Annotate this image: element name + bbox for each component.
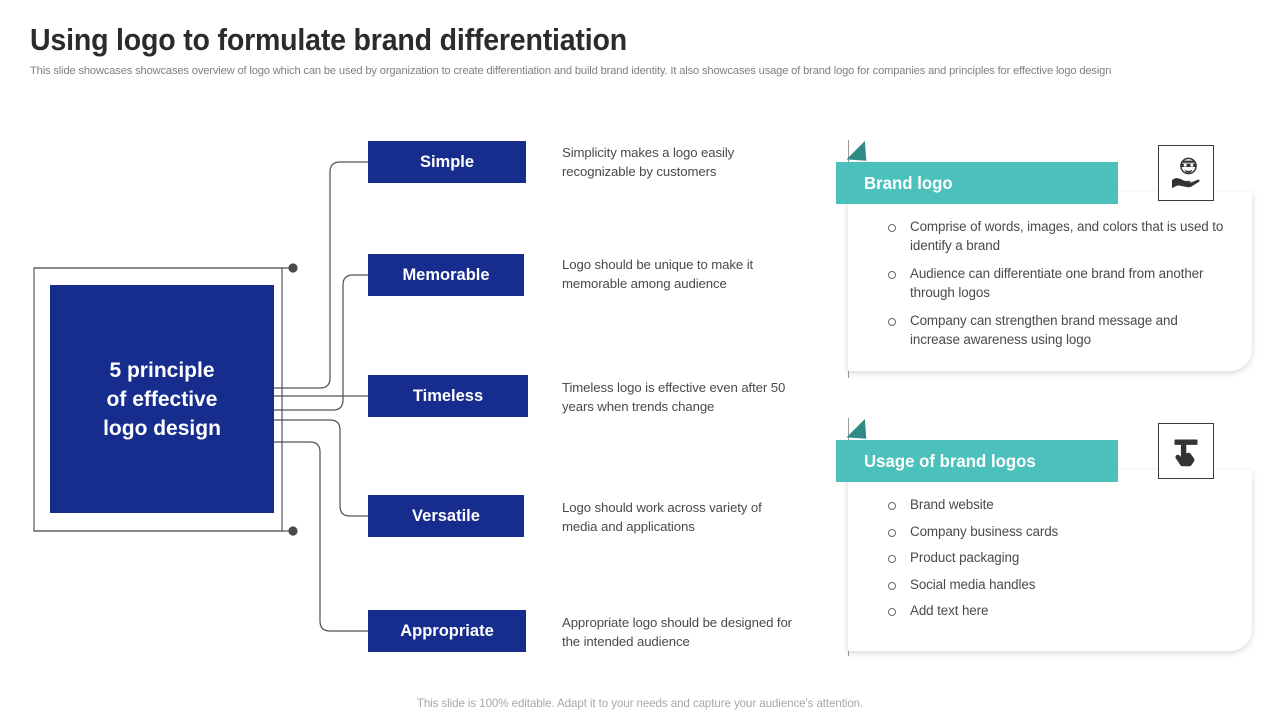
page-subtitle: This slide showcases showcases overview … [30, 65, 1112, 77]
principles-diagram: 5 principle of effective logo design Sim… [0, 110, 830, 670]
card-content: Comprise of words, images, and colors th… [848, 192, 1252, 371]
principle-desc-memorable: Logo should be unique to make it memorab… [562, 257, 754, 291]
hub-label-line-1: 5 principle [109, 358, 215, 382]
diagram-connectors [33, 161, 368, 632]
list-item: Company business cards [884, 523, 1230, 542]
principle-label: Appropriate [400, 621, 494, 640]
principle-desc-simple: Simplicity makes a logo easily recogniza… [562, 145, 735, 179]
hub-label-line-2: of effective [106, 387, 218, 411]
page-title: Using logo to formulate brand differenti… [30, 22, 627, 57]
principle-box-versatile[interactable]: Versatile [368, 495, 524, 537]
principle-box-simple[interactable]: Simple [368, 141, 526, 183]
list-item: Audience can differentiate one brand fro… [884, 265, 1230, 302]
brand-logo-bullet-list: Comprise of words, images, and colors th… [884, 218, 1230, 349]
connector-dot-top [288, 263, 298, 273]
hub-node: 5 principle of effective logo design [50, 285, 274, 513]
usage-bullet-list: Brand website Company business cards Pro… [884, 496, 1230, 621]
list-item: Add text here [884, 602, 1230, 621]
list-item: Brand website [884, 496, 1230, 515]
principle-box-timeless[interactable]: Timeless [368, 375, 528, 417]
card-content: Brand website Company business cards Pro… [848, 470, 1252, 651]
footer-note: This slide is 100% editable. Adapt it to… [416, 697, 864, 710]
principle-label: Versatile [412, 506, 480, 525]
principle-label: Memorable [402, 265, 490, 284]
principle-box-appropriate[interactable]: Appropriate [368, 610, 526, 652]
usage-of-brand-logos-card: Usage of brand logos Brand website Compa… [836, 418, 1256, 663]
connector-dot-bottom [288, 526, 298, 536]
list-item: Product packaging [884, 549, 1230, 568]
hub-label: 5 principle of effective logo design [103, 356, 221, 443]
principle-box-memorable[interactable]: Memorable [368, 254, 524, 296]
principle-label: Simple [419, 152, 475, 171]
card-title: Brand logo [864, 172, 953, 193]
brand-logo-card: Brand logo Comprise of words, images, an… [836, 140, 1256, 385]
principle-desc-appropriate: Appropriate logo should be designed for … [562, 615, 792, 649]
list-item: Comprise of words, images, and colors th… [884, 218, 1230, 255]
list-item: Social media handles [884, 576, 1230, 595]
list-item: Company can strengthen brand message and… [884, 312, 1230, 349]
principle-desc-versatile: Logo should work across variety of media… [562, 500, 762, 534]
principle-desc-timeless: Timeless logo is effective even after 50… [562, 380, 786, 414]
card-ribbon-header: Usage of brand logos [836, 440, 1118, 482]
principle-label: Timeless [412, 386, 484, 405]
hand-pointer-click-icon [1158, 423, 1214, 479]
card-title: Usage of brand logos [864, 450, 1036, 471]
hand-holding-brand-face-icon [1158, 145, 1214, 201]
hub-label-line-3: logo design [103, 416, 221, 440]
card-ribbon-header: Brand logo [836, 162, 1118, 204]
